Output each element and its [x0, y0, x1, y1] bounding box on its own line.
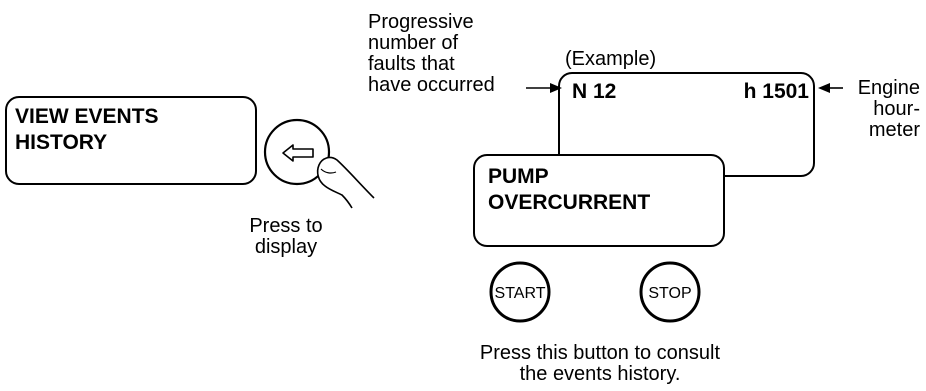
start-button-label: START: [495, 285, 546, 302]
fault-display-line-1: PUMP: [488, 165, 549, 188]
press-to-display-line-1: Press to: [249, 215, 323, 237]
annotation-line-4: have occurred: [368, 74, 495, 96]
left-arrow-button[interactable]: [263, 118, 331, 186]
example-label: (Example): [565, 48, 657, 70]
engine-hour-meter-annotation: Engine hour- meter: [828, 78, 920, 141]
annotation-line-3: faults that: [368, 53, 455, 75]
engine-annotation-line-3: meter: [868, 119, 920, 141]
start-button[interactable]: START: [489, 261, 551, 323]
press-to-display-line-2: display: [254, 236, 318, 258]
menu-display-line-2: HISTORY: [15, 131, 108, 154]
fault-display-line-2: OVERCURRENT: [488, 191, 651, 214]
menu-display: VIEW EVENTS HISTORY: [5, 96, 257, 185]
hour-meter-value: h 1501: [743, 80, 809, 103]
arrow-to-fault-number: [526, 83, 562, 93]
stop-button[interactable]: STOP: [639, 261, 701, 323]
pressing-finger-icon: [316, 156, 375, 209]
caption-line-2: the events history.: [519, 363, 681, 385]
press-to-display-label: Press to display: [238, 216, 334, 258]
arrow-to-hour-meter: [818, 83, 843, 93]
annotation-line-1: Progressive: [368, 11, 474, 33]
engine-annotation-line-1: Engine: [857, 77, 920, 99]
engine-annotation-line-2: hour-: [873, 98, 920, 120]
fault-display: PUMP OVERCURRENT: [473, 154, 725, 247]
annotation-line-2: number of: [368, 32, 459, 54]
left-arrow-icon: [282, 144, 314, 162]
caption-line-1: Press this button to consult: [479, 342, 721, 364]
caption: Press this button to consult the events …: [430, 343, 770, 385]
progressive-number-annotation: Progressive number of faults that have o…: [368, 12, 495, 96]
fault-number: N 12: [572, 80, 617, 103]
menu-display-line-1: VIEW EVENTS: [15, 105, 159, 128]
stop-button-label: STOP: [648, 285, 691, 302]
